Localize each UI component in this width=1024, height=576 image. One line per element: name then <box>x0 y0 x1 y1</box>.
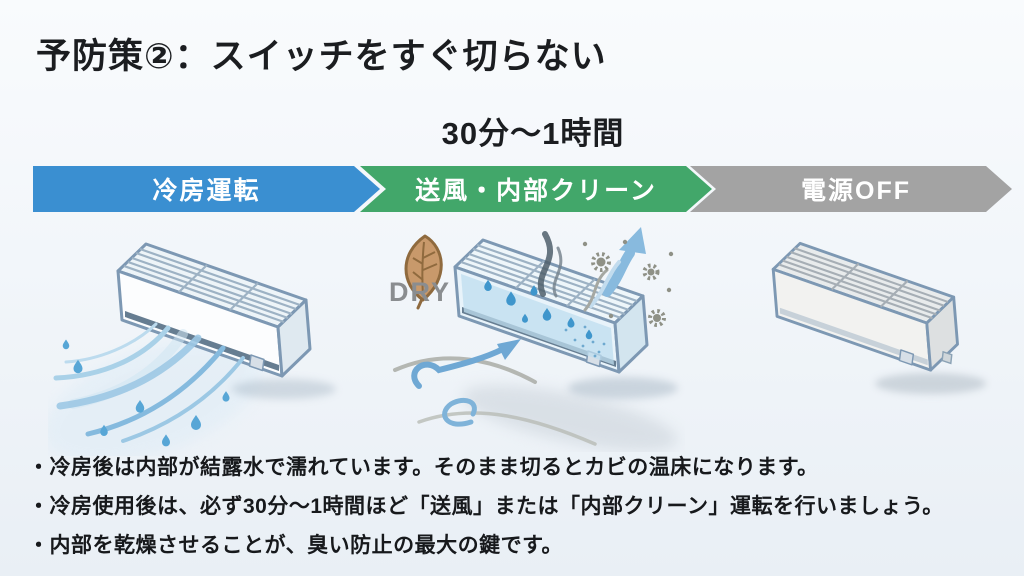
page-title: 予防策②：スイッチをすぐ切らない <box>36 37 607 76</box>
floor-sweep-shadow <box>462 385 678 451</box>
steam-swirl <box>537 231 563 298</box>
ac-off-illustration <box>771 241 987 395</box>
notes-list: ・冷房後は内部が結露水で濡れています。そのまま切るとカビの温床になります。 ・冷… <box>28 454 944 571</box>
unit-shadow <box>232 379 336 399</box>
dry-leaf-icon <box>404 234 443 310</box>
timeline-step-power-off: 電源OFF <box>690 166 1012 212</box>
note-item-3: ・内部を乾燥させることが、臭い防止の最大の鍵です。 <box>28 534 563 557</box>
moist-interior <box>461 274 614 365</box>
dry-label: DRY <box>389 277 452 307</box>
timeline-step-fan-clean: 送風・内部クリーン <box>360 166 712 212</box>
note-item-2: ・冷房使用後は、必ず30分〜1時間ほど「送風」または「内部クリーン」運転を行いま… <box>28 495 944 518</box>
timeline-step-cooling: 冷房運転 <box>33 166 380 212</box>
side-vent-detail <box>941 350 953 365</box>
duration-label: 30分〜1時間 <box>441 116 625 151</box>
step-label-cooling: 冷房運転 <box>152 177 261 205</box>
mold-particles <box>582 239 674 327</box>
moisture-specks <box>564 325 606 358</box>
step-label-power-off: 電源OFF <box>801 177 911 205</box>
ac-clean-illustration <box>393 227 678 451</box>
unit-shadow <box>874 372 987 395</box>
note-item-1: ・冷房後は内部が結露水で濡れています。そのまま切るとカビの温床になります。 <box>28 456 819 479</box>
exhaust-arrow-icon <box>583 227 646 312</box>
step-label-fan-clean: 送風・内部クリーン <box>415 177 657 205</box>
intake-arrow-icons <box>393 339 597 446</box>
ac-cooling-illustration <box>48 242 336 456</box>
unit-shadow <box>568 377 678 399</box>
cool-airflow-streams <box>53 322 245 443</box>
ac-unit <box>771 241 959 372</box>
